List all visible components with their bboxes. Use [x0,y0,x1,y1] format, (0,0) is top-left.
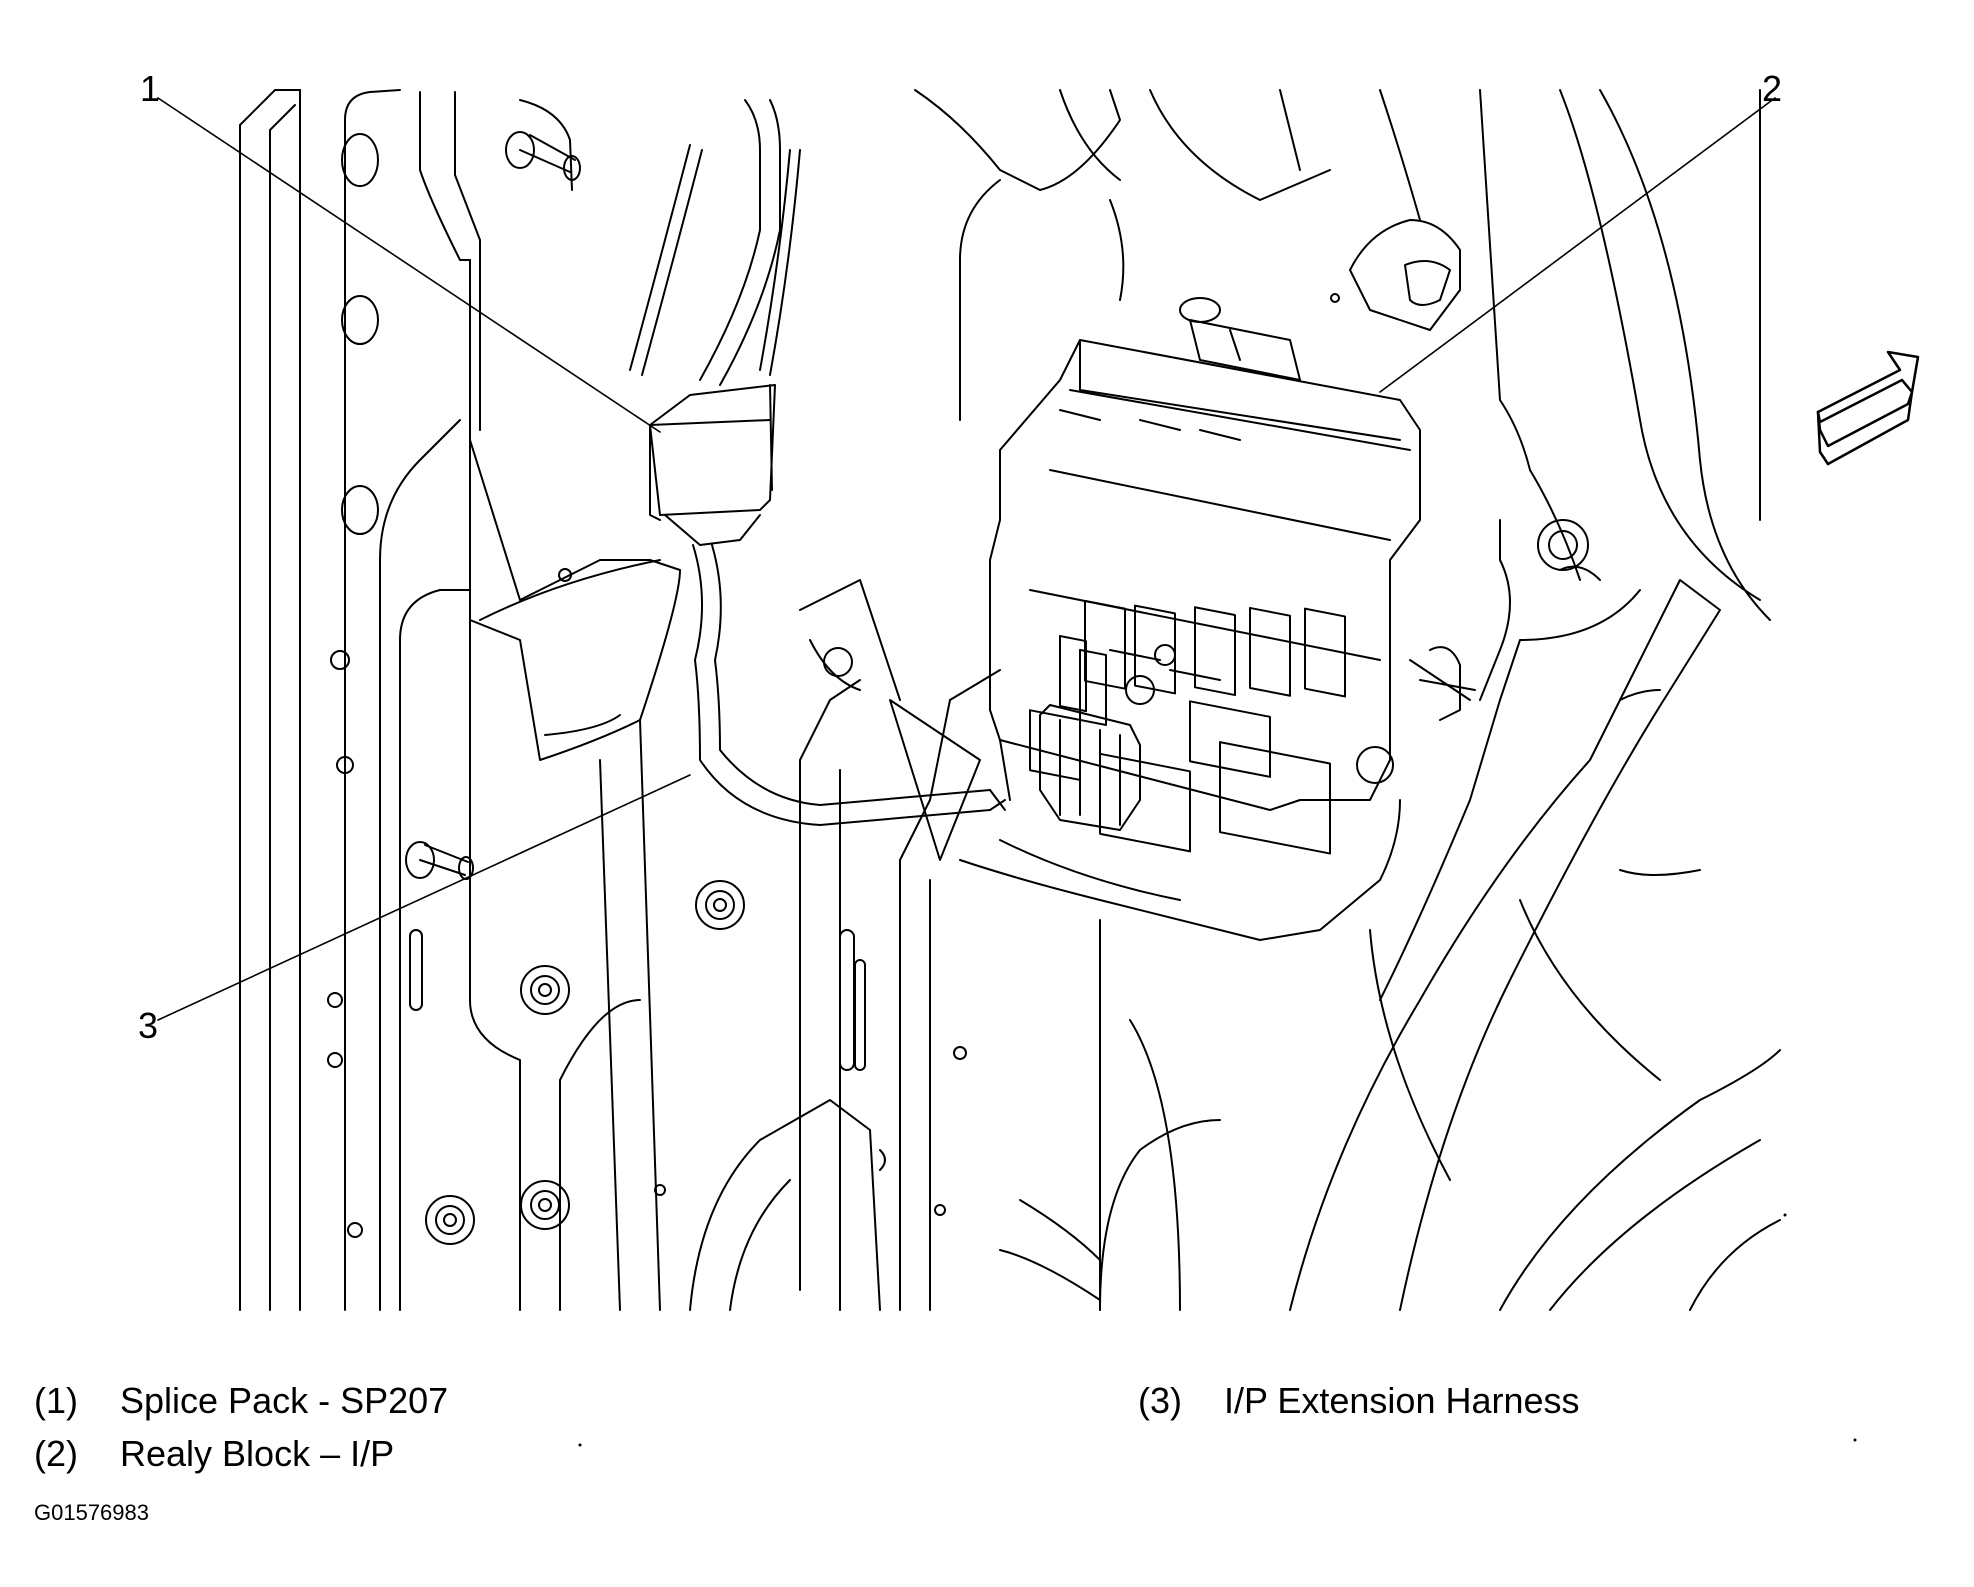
ribbon-curves [629,144,801,376]
splice-pack [649,384,776,546]
legend-number: (3) [1138,1380,1182,1421]
relay-connector [1039,704,1141,831]
right-structure [914,89,1781,1311]
figure-id: G01576983 [34,1500,149,1525]
middle-panel [469,439,967,1311]
legend-label: Splice Pack - SP207 [120,1380,449,1421]
left-pillar [239,89,573,1311]
left-studs [405,131,581,880]
harness-wrap [692,99,1006,826]
center-bracket [689,669,1001,1311]
callout-2: 2 [1762,68,1783,109]
callout-leaders [157,97,1776,1021]
fasteners-lower-left [425,880,745,1245]
callout-3: 3 [138,1005,159,1046]
callout-1: 1 [140,68,161,109]
legend-item-1: (1) Splice Pack - SP207 [34,1380,448,1422]
legend-label: Realy Block – I/P [120,1433,395,1474]
legend-label: I/P Extension Harness [1224,1380,1580,1421]
legend-item-3: (3) I/P Extension Harness [1138,1380,1580,1422]
harness-clip [799,579,1155,861]
legend-item-2: (2) Realy Block – I/P [34,1433,394,1475]
legend-number: (1) [34,1380,78,1421]
relay-block [989,297,1421,855]
left-pillar-holes [327,133,423,1238]
legend-number: (2) [34,1433,78,1474]
direction-arrow-icon [1816,350,1920,466]
